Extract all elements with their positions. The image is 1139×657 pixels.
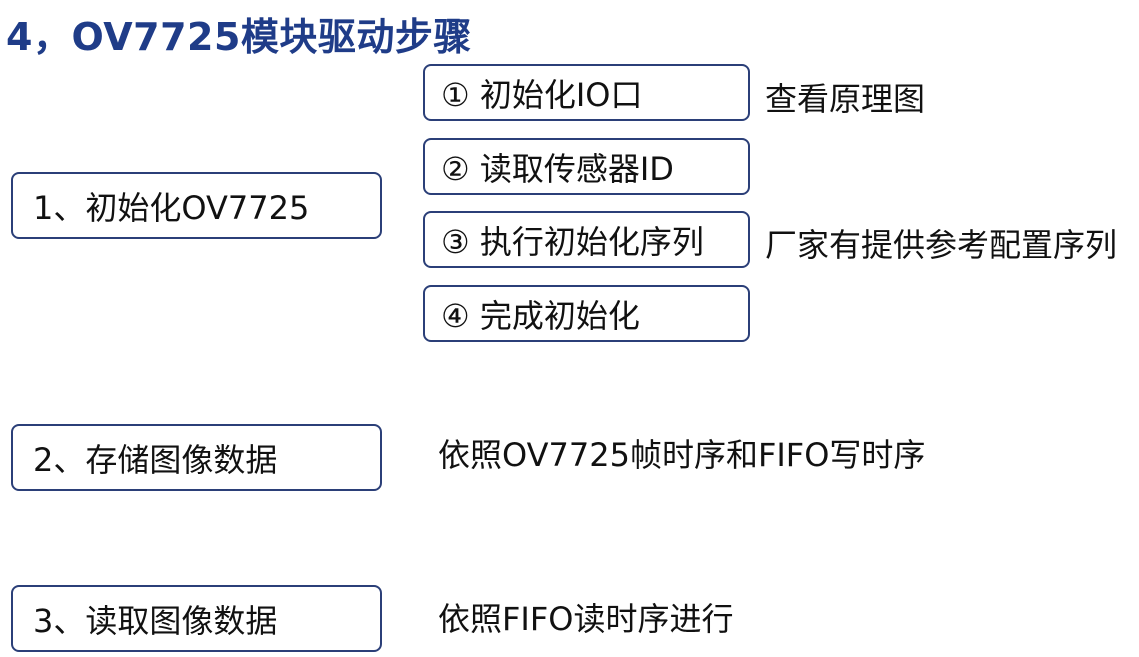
init-step-box-done: ④ 完成初始化 xyxy=(423,285,750,342)
init-step-label: ④ 完成初始化 xyxy=(441,296,640,335)
stage-box-read: 3、读取图像数据 xyxy=(11,585,382,652)
init-step-box-io: ① 初始化IO口 xyxy=(423,64,750,121)
stage-label: 3、读取图像数据 xyxy=(33,601,278,640)
note-read-timing: 依照FIFO读时序进行 xyxy=(438,600,734,638)
init-step-box-sequence: ③ 执行初始化序列 xyxy=(423,211,750,268)
init-step-label: ② 读取传感器ID xyxy=(441,149,674,188)
note-schematic: 查看原理图 xyxy=(765,80,926,118)
stage-label: 2、存储图像数据 xyxy=(33,440,278,479)
note-vendor-sequence: 厂家有提供参考配置序列 xyxy=(765,226,1118,264)
stage-box-store: 2、存储图像数据 xyxy=(11,424,382,491)
page-title: 4，OV7725模块驱动步骤 xyxy=(6,15,472,59)
init-step-label: ① 初始化IO口 xyxy=(441,75,643,114)
note-write-timing: 依照OV7725帧时序和FIFO写时序 xyxy=(438,436,926,474)
stage-box-init: 1、初始化OV7725 xyxy=(11,172,382,239)
stage-label: 1、初始化OV7725 xyxy=(33,188,310,227)
init-step-label: ③ 执行初始化序列 xyxy=(441,222,704,261)
init-step-box-id: ② 读取传感器ID xyxy=(423,138,750,195)
